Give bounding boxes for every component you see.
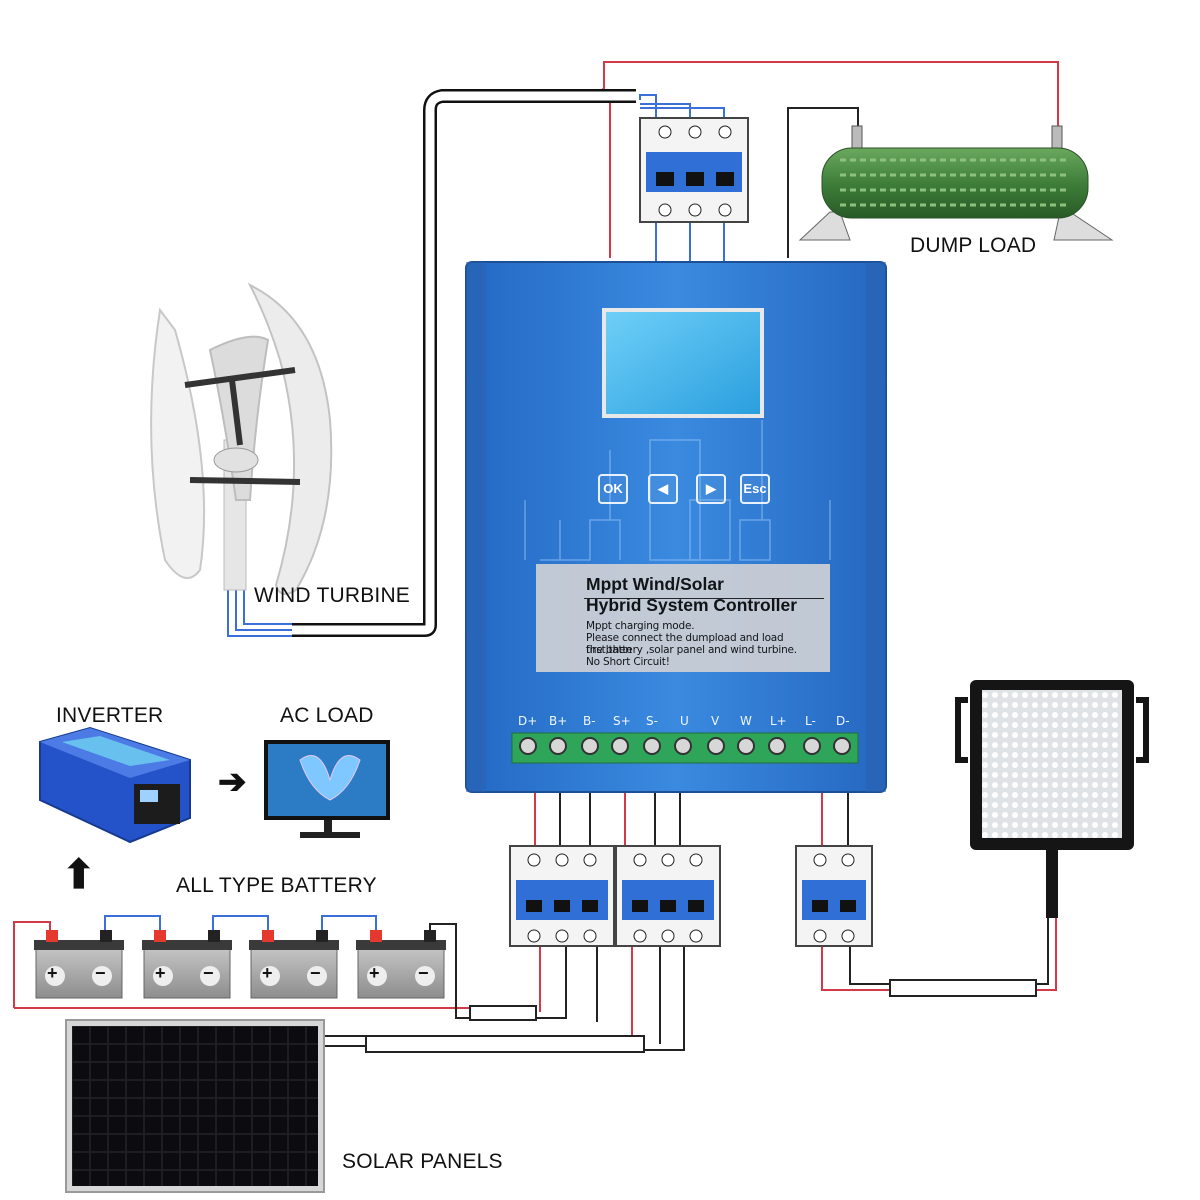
terminal-screw (519, 737, 537, 755)
cable-sleeves (365, 979, 1037, 1053)
wind-cable (227, 89, 636, 637)
controller-note: the battery ,solar panel and wind turbin… (586, 644, 797, 656)
solar-panel (65, 1019, 325, 1193)
ac-load-monitor (264, 740, 390, 838)
left-button[interactable]: ◀ (648, 474, 678, 504)
up-arrow-icon: ⬆ (62, 853, 96, 897)
wind-turbine (150, 282, 333, 595)
minus-icon: − (95, 963, 106, 983)
terminal-label: B- (583, 714, 596, 728)
terminal-screw (549, 737, 567, 755)
minus-icon: − (203, 963, 214, 983)
solar-panels-label: SOLAR PANELS (342, 1150, 503, 1173)
lcd-screen (602, 308, 764, 418)
terminal-label: D+ (518, 714, 538, 728)
plus-icon: + (155, 963, 166, 983)
battery-3 (249, 930, 339, 999)
breaker-solar (615, 845, 721, 947)
terminal-screw (581, 737, 599, 755)
dump-load-resistor (798, 125, 1114, 241)
terminal-screw (803, 737, 821, 755)
minus-icon: − (418, 963, 429, 983)
right-button[interactable]: ▶ (696, 474, 726, 504)
minus-icon: − (310, 963, 321, 983)
terminal-screw (768, 737, 786, 755)
title-separator (584, 598, 824, 599)
breaker-battery (509, 845, 615, 947)
controller-note: Please connect the dumpload and load fir… (586, 632, 784, 656)
ok-button[interactable]: OK (598, 474, 628, 504)
esc-button[interactable]: Esc (740, 474, 770, 504)
terminal-label: L+ (770, 714, 787, 728)
terminal-screw (643, 737, 661, 755)
terminal-label: U (680, 714, 689, 728)
terminal-screw (833, 737, 851, 755)
inverter (39, 726, 191, 844)
battery-1 (34, 930, 124, 999)
controller-body (465, 261, 887, 793)
terminal-screw (737, 737, 755, 755)
breaker-top (639, 117, 749, 223)
battery-bank (34, 930, 446, 999)
terminal-screw (611, 737, 629, 755)
battery-4 (356, 930, 446, 999)
terminal-screw (707, 737, 725, 755)
flood-light (955, 680, 1149, 918)
terminal-label: B+ (549, 714, 568, 728)
plus-icon: + (262, 963, 273, 983)
terminal-label: V (711, 714, 720, 728)
terminal-label: S- (646, 714, 658, 728)
battery-label: ALL TYPE BATTERY (176, 874, 377, 897)
terminal-label: L- (805, 714, 816, 728)
dump-load-label: DUMP LOAD (910, 234, 1037, 257)
controller-sticker: Mppt Wind/Solar Hybrid System Controller… (536, 564, 830, 672)
controller-title-line2: Hybrid System Controller (586, 595, 798, 615)
inverter-label: INVERTER (56, 704, 164, 727)
controller-note: No Short Circuit! (586, 656, 670, 668)
plus-icon: + (369, 963, 380, 983)
breaker-load (795, 845, 873, 947)
terminal-label: W (740, 714, 752, 728)
ac-load-label: AC LOAD (280, 704, 374, 727)
terminal-screw (674, 737, 692, 755)
terminal-label: S+ (613, 714, 631, 728)
terminal-label: D- (836, 714, 850, 728)
right-arrow-icon: ➔ (218, 763, 247, 801)
plus-icon: + (47, 963, 58, 983)
wind-turbine-label: WIND TURBINE (254, 584, 411, 607)
controller-title-line1: Mppt Wind/Solar (586, 574, 724, 594)
controller-note: Mppt charging mode. (586, 620, 695, 632)
battery-2 (142, 930, 232, 999)
